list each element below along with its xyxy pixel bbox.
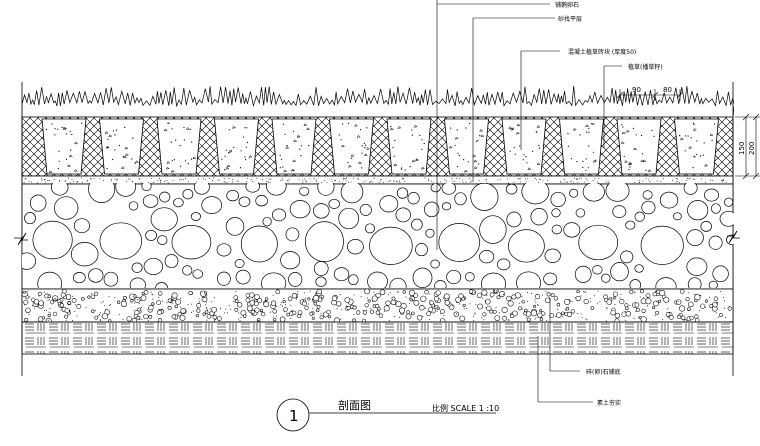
- callout-block-label: 混凝土植草砖块 (厚度50): [568, 48, 636, 56]
- title-name: 剖面图: [338, 398, 371, 412]
- concrete-block: [41, 118, 87, 175]
- concrete-block: [271, 118, 317, 175]
- callout-gravel: 碎(卵)石铺底: [549, 298, 621, 376]
- grass-outline: [22, 85, 734, 118]
- right-break-mark: [727, 230, 740, 244]
- callout-sand: 砂找平层: [472, 15, 582, 182]
- callout-top: 铺鹅卵石: [436, 0, 579, 250]
- concrete-block: [444, 118, 489, 175]
- concrete-block: [559, 118, 604, 175]
- dimension-widths: [616, 89, 684, 101]
- concrete-block: [214, 118, 259, 175]
- gravel-particles: [22, 289, 732, 322]
- concrete-block: [329, 118, 374, 175]
- callout-sand-label: 砂找平层: [558, 15, 582, 23]
- sand-leveling-layer: [21, 175, 734, 185]
- callout-grass: 植草(播草籽): [603, 63, 663, 148]
- callout-grass-label: 植草(播草籽): [628, 63, 663, 71]
- concrete-block: [99, 118, 144, 175]
- title-scale: 比例 SCALE 1 :10: [432, 403, 499, 413]
- dimension-w1: 90: [632, 86, 641, 94]
- dimension-h1: 150: [738, 142, 746, 155]
- callout-soil-label: 素土夯实: [597, 399, 621, 407]
- title-number-circle: [276, 398, 310, 432]
- dimension-heights: [735, 113, 760, 180]
- concrete-block: [674, 118, 719, 175]
- title-number: 1: [289, 407, 299, 425]
- callout-gravel-label: 碎(卵)石铺底: [586, 368, 621, 376]
- compacted-soil-layer: [21, 321, 734, 355]
- left-break-mark: [14, 232, 28, 246]
- cobble-stones: [22, 183, 734, 288]
- concrete-block: [501, 118, 547, 175]
- concrete-block: [616, 118, 662, 175]
- concrete-block: [156, 118, 202, 175]
- concrete-block: [386, 118, 432, 175]
- callout-block: 混凝土植草砖块 (厚度50): [520, 48, 636, 150]
- callout-top-label: 铺鹅卵石: [555, 1, 579, 9]
- callout-soil: 素土夯实: [537, 336, 621, 407]
- grass-profile: [22, 85, 734, 118]
- dimension-h2: 200: [748, 142, 756, 155]
- sand-dots: [23, 177, 727, 184]
- dimension-w2: 80: [663, 86, 672, 94]
- concrete-grass-blocks: [41, 118, 719, 175]
